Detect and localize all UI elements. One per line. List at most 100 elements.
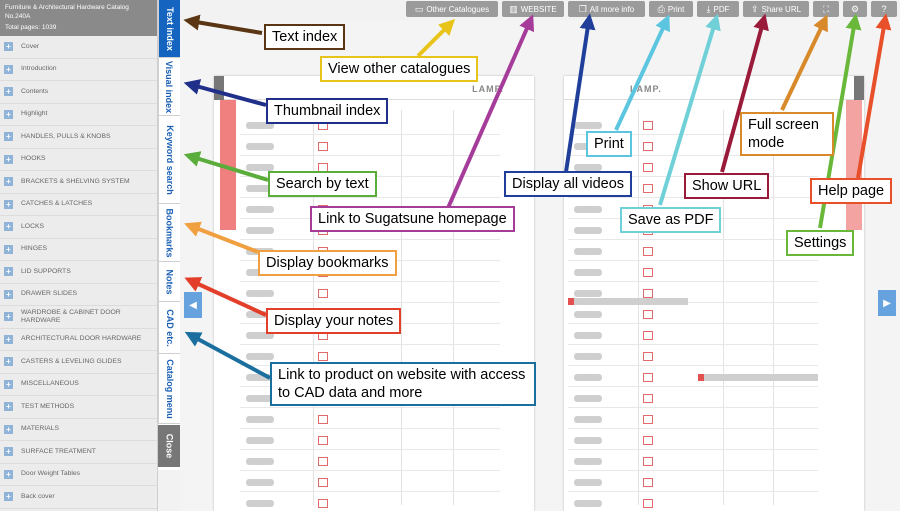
product-image[interactable] xyxy=(246,500,274,507)
tab-catalog-menu[interactable]: Catalog menu xyxy=(158,354,180,424)
index-item[interactable]: +CATCHES & LATCHES xyxy=(0,194,157,216)
expand-icon[interactable]: + xyxy=(4,109,13,119)
product-image[interactable] xyxy=(574,269,602,276)
expand-icon[interactable]: + xyxy=(4,402,13,412)
section-tab[interactable] xyxy=(846,100,862,230)
expand-icon[interactable]: + xyxy=(4,492,13,502)
product-image[interactable] xyxy=(574,437,602,444)
product-image[interactable] xyxy=(246,143,274,150)
index-item[interactable]: +MISCELLANEOUS xyxy=(0,374,157,396)
product-image[interactable] xyxy=(246,479,274,486)
product-image[interactable] xyxy=(246,185,274,192)
index-item[interactable]: +Cover xyxy=(0,36,157,59)
product-image[interactable] xyxy=(574,227,602,234)
product-image[interactable] xyxy=(574,416,602,423)
section-tab[interactable] xyxy=(220,100,236,230)
material-badge xyxy=(643,478,653,487)
next-page-button[interactable]: ▶ xyxy=(878,290,896,316)
product-image[interactable] xyxy=(574,290,602,297)
product-image[interactable] xyxy=(246,122,274,129)
index-item[interactable]: +HANDLES, PULLS & KNOBS xyxy=(0,126,157,149)
product-image[interactable] xyxy=(574,311,602,318)
index-item[interactable]: + WARDROBE & CABINET DOOR HARDWARE xyxy=(0,306,157,329)
other-catalogues-button[interactable]: ▭Other Catalogues xyxy=(406,1,498,17)
tab-visual-index[interactable]: Visual index xyxy=(158,58,180,116)
product-image[interactable] xyxy=(246,206,274,213)
product-image[interactable] xyxy=(246,332,274,339)
index-item[interactable]: +DRAWER SLIDES xyxy=(0,284,157,306)
index-item[interactable]: +Highlight xyxy=(0,104,157,126)
product-image[interactable] xyxy=(574,479,602,486)
tab-bookmarks[interactable]: Bookmarks xyxy=(158,204,180,262)
expand-icon[interactable]: + xyxy=(4,357,13,367)
index-item[interactable]: +TEST METHODS xyxy=(0,396,157,419)
product-image[interactable] xyxy=(574,248,602,255)
button-label: Other Catalogues xyxy=(426,4,490,14)
index-item[interactable]: +Door Weight Tables xyxy=(0,464,157,486)
index-item[interactable]: +LID SUPPORTS xyxy=(0,261,157,284)
website-button[interactable]: ▥WEBSITE xyxy=(502,1,564,17)
tab-text-index[interactable]: Text index xyxy=(158,0,180,58)
product-image[interactable] xyxy=(246,353,274,360)
index-item[interactable]: +SURFACE TREATMENT xyxy=(0,441,157,464)
index-item[interactable]: +HINGES xyxy=(0,239,157,261)
product-image[interactable] xyxy=(246,164,274,171)
product-image[interactable] xyxy=(246,437,274,444)
expand-icon[interactable]: + xyxy=(4,177,13,187)
table-row xyxy=(240,491,500,492)
expand-icon[interactable]: + xyxy=(4,42,13,52)
product-image[interactable] xyxy=(574,122,602,129)
tab-close[interactable]: Close xyxy=(158,425,180,467)
expand-icon[interactable]: + xyxy=(4,379,13,389)
prev-page-button[interactable]: ◀ xyxy=(184,292,202,318)
expand-icon[interactable]: + xyxy=(4,424,13,434)
product-image[interactable] xyxy=(246,458,274,465)
settings-button[interactable]: ⚙ xyxy=(843,1,867,17)
fullscreen-button[interactable]: ⛶ xyxy=(813,1,839,17)
product-image[interactable] xyxy=(574,500,602,507)
product-image[interactable] xyxy=(246,416,274,423)
help-button[interactable]: ? xyxy=(871,1,897,17)
print-button[interactable]: ⎙Print xyxy=(649,1,693,17)
index-item[interactable]: +MATERIALS xyxy=(0,419,157,441)
pdf-button[interactable]: ⤓PDF xyxy=(697,1,739,17)
expand-icon[interactable]: + xyxy=(4,132,13,142)
expand-icon[interactable]: + xyxy=(4,469,13,479)
product-image[interactable] xyxy=(574,332,602,339)
product-image[interactable] xyxy=(574,353,602,360)
product-image[interactable] xyxy=(246,227,274,234)
tab-notes[interactable]: Notes xyxy=(158,262,180,302)
product-image[interactable] xyxy=(246,395,274,402)
expand-icon[interactable]: + xyxy=(4,154,13,164)
expand-icon[interactable]: + xyxy=(4,267,13,277)
all-more-info-button[interactable]: ❐All more info xyxy=(568,1,645,17)
expand-icon[interactable]: + xyxy=(4,334,13,344)
index-item[interactable]: +LOCKS xyxy=(0,216,157,239)
product-image[interactable] xyxy=(574,458,602,465)
expand-icon[interactable]: + xyxy=(4,222,13,232)
index-item[interactable]: +Back cover xyxy=(0,486,157,509)
index-item[interactable]: +BRACKETS & SHELVING SYSTEM xyxy=(0,171,157,194)
expand-icon[interactable]: + xyxy=(4,199,13,209)
product-image[interactable] xyxy=(574,374,602,381)
tab-keyword-search[interactable]: Keyword search xyxy=(158,116,180,204)
index-item-label: WARDROBE & CABINET DOOR HARDWARE xyxy=(21,308,121,324)
expand-icon[interactable]: + xyxy=(4,87,13,97)
share-url-button[interactable]: ⇪Share URL xyxy=(743,1,809,17)
expand-icon[interactable]: + xyxy=(4,244,13,254)
expand-icon[interactable]: + xyxy=(4,447,13,457)
index-item[interactable]: +Introduction xyxy=(0,59,157,81)
index-item[interactable]: +CASTERS & LEVELING GLIDES xyxy=(0,351,157,374)
table-column-divider xyxy=(401,110,403,505)
product-image[interactable] xyxy=(574,395,602,402)
product-image[interactable] xyxy=(246,290,274,297)
expand-icon[interactable]: + xyxy=(4,312,13,322)
product-image[interactable] xyxy=(574,206,602,213)
tab-cad[interactable]: CAD etc. xyxy=(158,302,180,354)
product-image[interactable] xyxy=(574,164,602,171)
index-item[interactable]: +HOOKS xyxy=(0,149,157,171)
index-item[interactable]: +ARCHITECTURAL DOOR HARDWARE xyxy=(0,329,157,351)
expand-icon[interactable]: + xyxy=(4,64,13,74)
index-item[interactable]: +Contents xyxy=(0,81,157,104)
expand-icon[interactable]: + xyxy=(4,289,13,299)
